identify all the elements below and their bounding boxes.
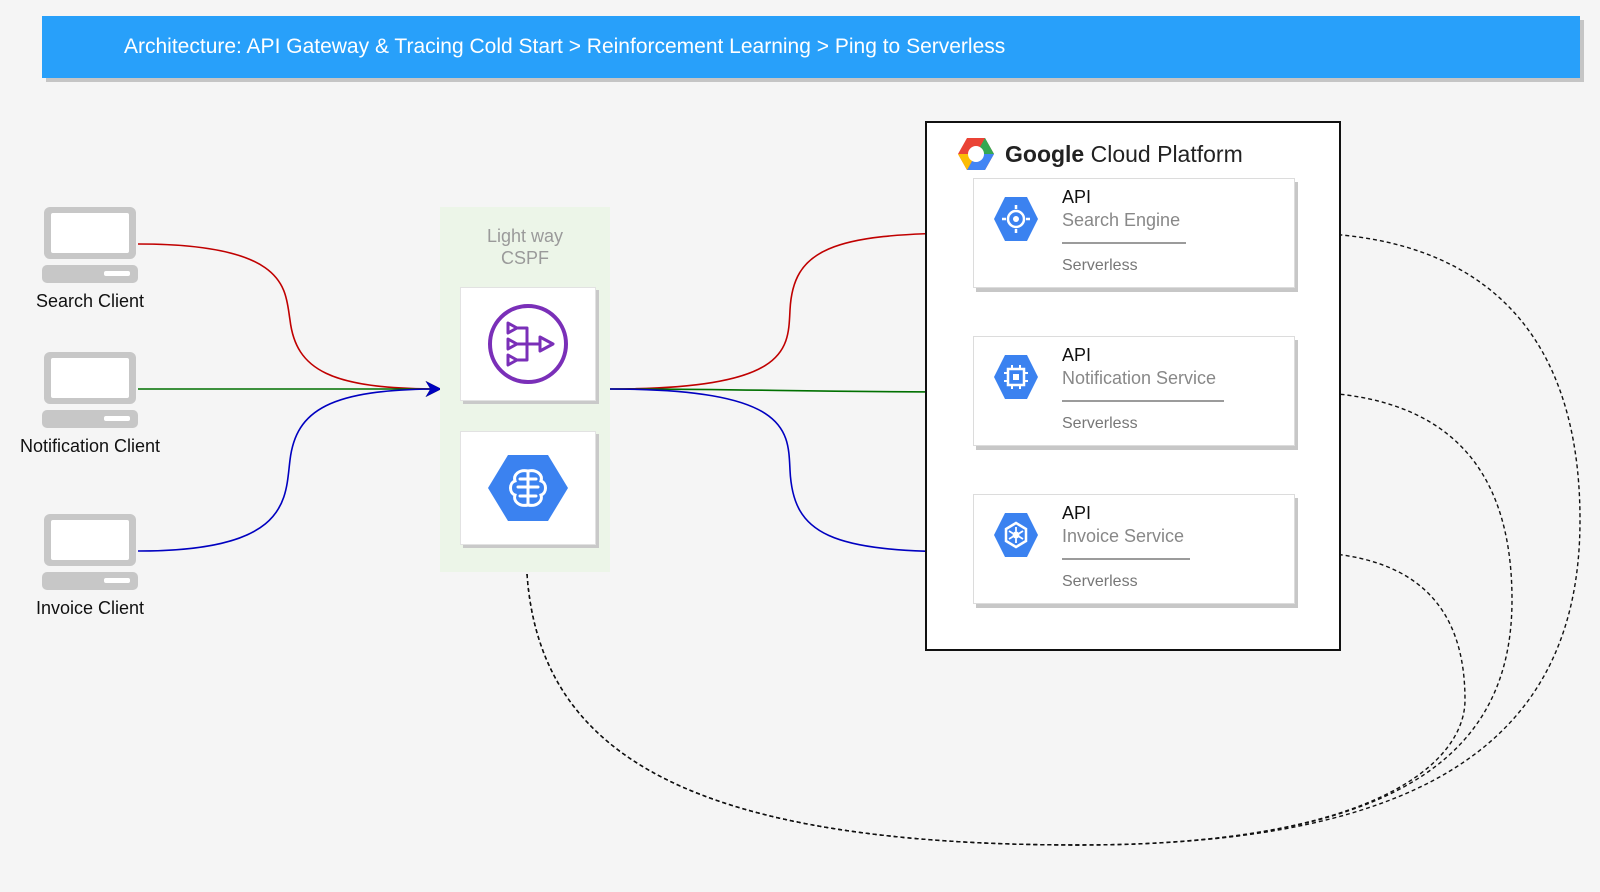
cloud-machine-learning-brain-icon xyxy=(488,455,568,521)
kubernetes-function-icon xyxy=(994,513,1038,557)
service-api-label: API xyxy=(1062,503,1092,523)
diagram-title: Architecture: API Gateway & Tracing Cold… xyxy=(124,35,1006,58)
service-type: Serverless xyxy=(1062,573,1138,590)
service-card-notification: API Notification Service Serverless xyxy=(973,336,1295,446)
service-api-label: API xyxy=(1062,187,1092,207)
service-type: Serverless xyxy=(1062,415,1138,432)
search-client-label: Search Client xyxy=(35,291,145,311)
service-type: Serverless xyxy=(1062,257,1138,274)
service-card-search-engine: API Search Engine Serverless xyxy=(973,178,1295,288)
ping-to-search-engine-line xyxy=(526,226,1581,846)
gcp-header: Google Cloud Platform xyxy=(957,137,1243,171)
service-card-invoice: API Invoice Service Serverless xyxy=(973,494,1295,604)
service-api-label: API xyxy=(1062,345,1092,365)
divider xyxy=(1062,242,1186,244)
divider xyxy=(1062,558,1190,560)
laptop-icon xyxy=(42,514,138,590)
gcp-title-rest: Cloud Platform xyxy=(1090,140,1243,167)
ml-engine-tile xyxy=(460,431,596,545)
cspf-label: Light way CSPF xyxy=(440,225,610,269)
invoice-client: Invoice Client xyxy=(0,512,180,619)
service-name: Search Engine xyxy=(1062,210,1181,230)
compute-chip-icon xyxy=(994,355,1038,399)
invoice-client-to-cspf-line xyxy=(137,381,442,552)
api-gateway-router-icon xyxy=(488,304,568,384)
header-banner: Architecture: API Gateway & Tracing Cold… xyxy=(42,16,1580,78)
search-client-to-cspf-line xyxy=(137,243,442,397)
search-client: Search Client xyxy=(0,205,180,312)
cspf-to-invoice-line xyxy=(609,388,972,560)
search-engine-icon xyxy=(994,197,1038,241)
cspf-label-line1: Light way xyxy=(486,226,564,246)
cspf-to-notification-line xyxy=(609,383,972,400)
gcp-container: Google Cloud Platform API Search Engine … xyxy=(925,121,1341,651)
divider xyxy=(1062,400,1224,402)
google-cloud-hexagon-logo xyxy=(958,138,994,170)
gcp-title-brand: Google xyxy=(1005,140,1085,167)
api-gateway-tile xyxy=(460,287,596,401)
notification-client: Notification Client xyxy=(0,350,180,457)
service-name: Invoice Service xyxy=(1062,526,1185,546)
cspf-group: Light way CSPF xyxy=(440,207,610,572)
laptop-icon xyxy=(42,207,138,283)
gcp-title: Google Cloud Platform xyxy=(1005,141,1243,168)
notification-client-label: Notification Client xyxy=(19,436,161,456)
service-name: Notification Service xyxy=(1062,368,1217,388)
invoice-client-label: Invoice Client xyxy=(35,598,145,618)
cspf-label-line2: CSPF xyxy=(500,248,549,268)
laptop-icon xyxy=(42,352,138,428)
cspf-to-search-engine-line xyxy=(609,225,972,390)
ping-to-invoice-line xyxy=(526,545,1466,846)
